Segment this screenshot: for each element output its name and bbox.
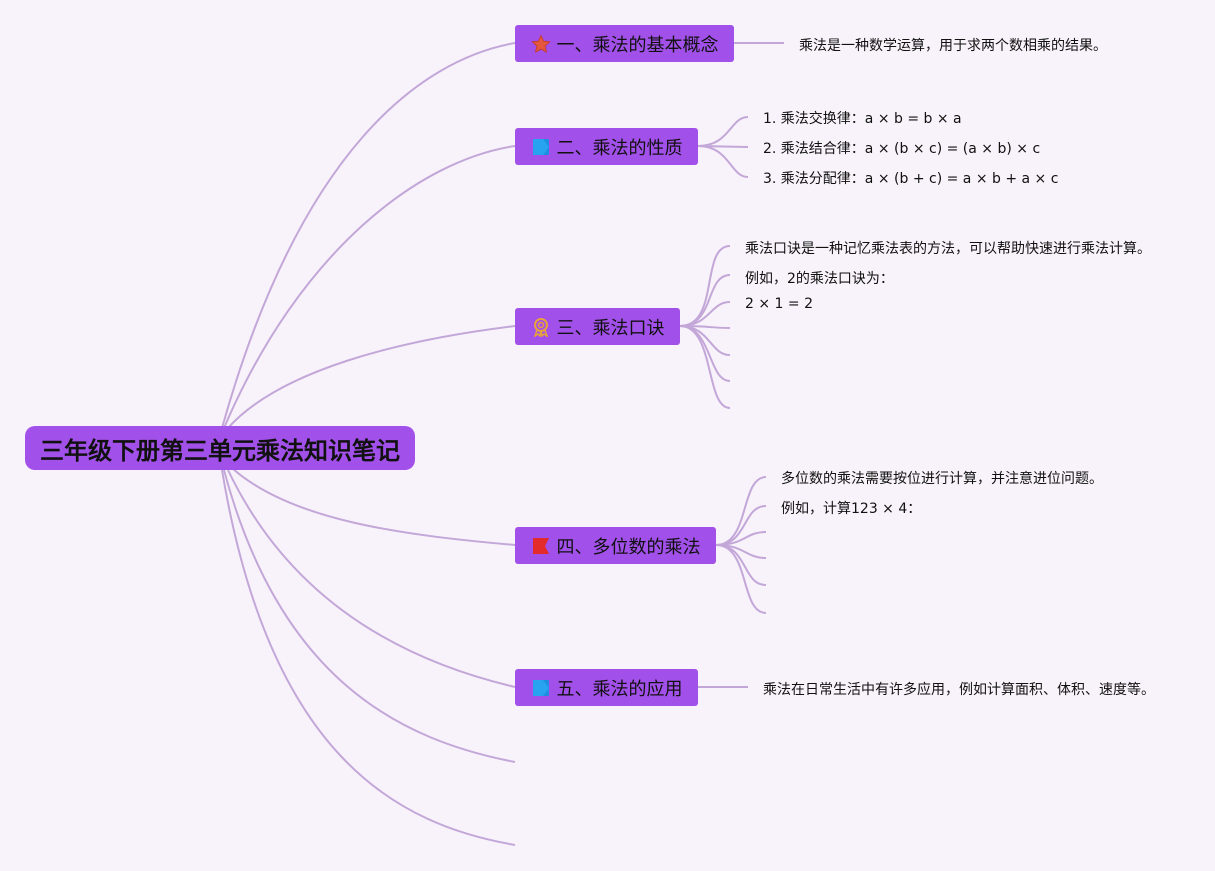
connector-topic2-leaf3	[697, 145, 749, 178]
leaf-text: 2 × 1 = 2	[745, 296, 813, 312]
connector-topic3-branch1	[679, 245, 731, 327]
leaf-text: 2. 乘法结合律：a × (b × c) = (a × b) × c	[763, 141, 1041, 157]
connector-root-topic-2	[223, 145, 516, 429]
red-flag-icon	[531, 536, 551, 556]
leaf-text: 例如，计算123 × 4：	[781, 501, 922, 517]
topic-label: 四、多位数的乘法	[556, 536, 701, 558]
connector-root-empty-2	[221, 469, 516, 846]
topic-node-multi-digit[interactable]: 四、多位数的乘法	[515, 527, 716, 564]
topic-label: 一、乘法的基本概念	[556, 34, 719, 56]
connector-topic4-branch1	[715, 476, 767, 546]
topic-label: 三、乘法口诀	[556, 317, 665, 339]
connector-root-topic-4	[231, 467, 516, 546]
leaf-text: 例如，2的乘法口诀为：	[745, 271, 894, 287]
topic-label: 二、乘法的性质	[556, 137, 683, 159]
connector-topic2-leaf1	[697, 116, 749, 147]
topic-node-properties[interactable]: 二、乘法的性质	[515, 128, 698, 165]
topic-node-multiplication-table[interactable]: 三、乘法口诀	[515, 308, 680, 345]
leaf-text: 乘法在日常生活中有许多应用，例如计算面积、体积、速度等。	[763, 682, 1155, 698]
leaf-text: 乘法是一种数学运算，用于求两个数相乘的结果。	[799, 38, 1107, 54]
connector-topic3-branch3	[679, 301, 731, 327]
leaf-text: 1. 乘法交换律：a × b = b × a	[763, 111, 962, 127]
connector-topic4-branch6	[715, 544, 767, 614]
star-icon	[530, 34, 551, 54]
leaf-text: 乘法口诀是一种记忆乘法表的方法，可以帮助快速进行乘法计算。	[745, 241, 1151, 257]
topic-node-applications[interactable]: 五、乘法的应用	[515, 669, 698, 706]
award-ribbon-icon	[531, 317, 551, 338]
leaf-text: 多位数的乘法需要按位进行计算，并注意进位问题。	[781, 471, 1103, 487]
topic-label: 五、乘法的应用	[556, 678, 683, 700]
topic-node-basic-concept[interactable]: 一、乘法的基本概念	[515, 25, 734, 62]
blue-flag-icon	[531, 137, 551, 157]
connector-root-topic-5	[227, 469, 516, 688]
connector-root-empty-1	[223, 469, 516, 763]
root-node[interactable]: 三年级下册第三单元乘法知识笔记	[25, 426, 415, 470]
connector-root-topic-1	[221, 42, 516, 429]
blue-flag-icon	[531, 678, 551, 698]
connector-topic3-branch7	[679, 325, 731, 409]
leaf-text: 3. 乘法分配律：a × (b + c) = a × b + a × c	[763, 171, 1059, 187]
connector-root-topic-3	[227, 325, 516, 429]
